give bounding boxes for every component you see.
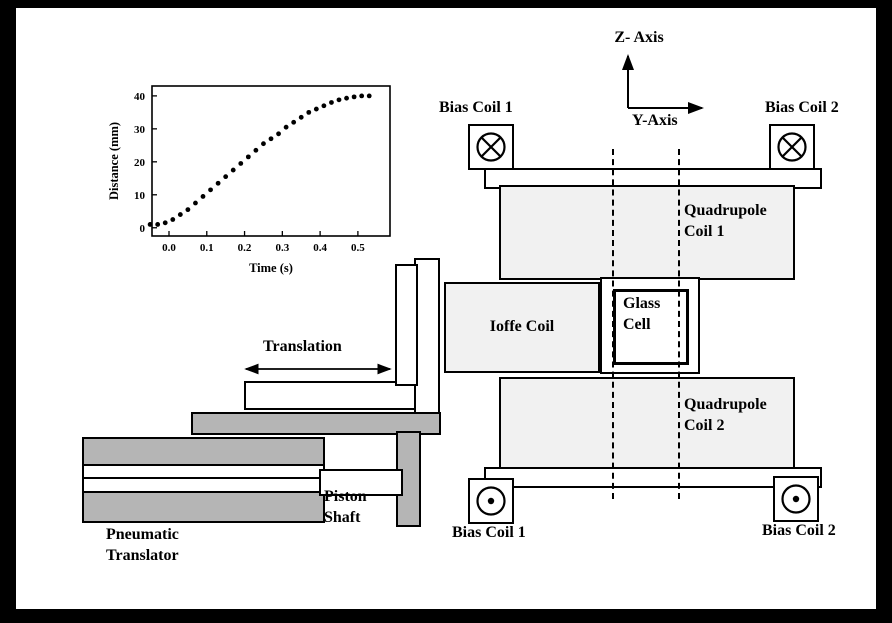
current-into-page-icon <box>476 132 506 162</box>
ioffe-coil-box: Ioffe Coil <box>444 282 600 373</box>
bias-coil-1-bottom-symbol <box>468 478 514 524</box>
data-point <box>170 217 176 222</box>
bottom-mounting-plate <box>484 467 822 488</box>
bias-coil-2-top-symbol <box>769 124 815 170</box>
quadrupole-coil-1-label: Quadrupole Coil 1 <box>684 202 767 240</box>
data-point <box>261 141 266 147</box>
data-point <box>298 114 304 120</box>
y-axis-label: Y-Axis <box>632 112 678 129</box>
data-point <box>268 136 274 142</box>
piston-shaft-bar <box>319 469 403 496</box>
current-into-page-icon <box>777 132 807 162</box>
data-point <box>200 194 206 199</box>
bracket-plate-inner <box>395 264 418 386</box>
quadrupole-coil-2-label: Quadrupole Coil 2 <box>684 396 767 434</box>
y-tick-label: 30 <box>134 124 146 136</box>
data-point <box>321 103 327 109</box>
data-point <box>283 124 289 130</box>
data-point <box>215 180 221 186</box>
x-tick-label: 0.3 <box>275 242 289 254</box>
translation-arrow <box>244 363 392 375</box>
data-point <box>306 109 312 115</box>
piston-shaft-label: Piston Shaft <box>324 488 367 526</box>
data-point <box>359 93 365 99</box>
bias-coil-2-bottom-symbol <box>773 476 819 522</box>
translator-slab-top <box>82 437 325 468</box>
coordinate-axes-arrows <box>622 54 704 114</box>
y-tick-label: 40 <box>134 91 146 103</box>
data-point <box>230 167 236 173</box>
bias-coil-1-bottom-label: Bias Coil 1 <box>452 524 526 541</box>
bias-coil-2-bottom-label: Bias Coil 2 <box>762 522 836 539</box>
bracket-plate-outer <box>414 258 440 425</box>
data-point <box>253 147 259 153</box>
x-tick-label: 0.4 <box>313 242 327 254</box>
data-point <box>366 93 372 99</box>
bias-coil-1-top-symbol <box>468 124 514 170</box>
data-point <box>245 154 251 160</box>
chart-plot-area <box>151 85 391 237</box>
x-tick-label: 0.0 <box>162 242 176 254</box>
data-point <box>344 95 349 101</box>
y-axis-title: Distance (mm) <box>107 122 121 200</box>
figure-background: Ioffe Coil <box>16 8 876 609</box>
data-point <box>155 222 161 227</box>
data-point <box>193 200 198 206</box>
symmetry-dashed-line-right <box>678 149 680 499</box>
data-point <box>313 106 319 112</box>
bias-coil-2-top-label: Bias Coil 2 <box>765 99 839 116</box>
x-tick-label: 0.5 <box>351 242 365 254</box>
data-point <box>147 222 153 227</box>
glass-cell-label: Glass Cell <box>623 295 661 333</box>
pneumatic-translator-label: Pneumatic Translator <box>106 526 179 564</box>
current-out-of-page-icon <box>476 486 506 516</box>
x-tick-label: 0.1 <box>200 242 214 254</box>
bias-coil-1-top-label: Bias Coil 1 <box>439 99 513 116</box>
data-point <box>238 161 244 166</box>
symmetry-dashed-line-left <box>612 149 614 499</box>
y-tick-label: 10 <box>134 190 146 202</box>
translation-label: Translation <box>263 338 342 355</box>
data-point <box>208 187 213 193</box>
data-point <box>177 212 183 217</box>
y-tick-label: 20 <box>134 157 146 169</box>
z-axis-label: Z- Axis <box>614 29 664 46</box>
x-tick-label: 0.2 <box>238 242 252 254</box>
translator-slab-bottom <box>82 491 325 523</box>
translation-arm <box>244 381 418 410</box>
current-out-of-page-icon <box>781 484 811 514</box>
x-axis-title: Time (s) <box>249 261 293 275</box>
carriage-plate <box>191 412 441 435</box>
data-point <box>336 97 342 103</box>
data-point <box>276 131 281 137</box>
glass-cell-inner <box>613 289 689 365</box>
ioffe-coil-label: Ioffe Coil <box>489 318 555 336</box>
quadrupole-coil-1-box <box>499 185 795 280</box>
data-point <box>351 94 357 100</box>
data-point <box>185 207 191 213</box>
data-point <box>162 220 168 226</box>
data-point <box>329 100 334 105</box>
data-point <box>223 174 229 180</box>
y-tick-label: 0 <box>140 223 146 235</box>
data-point <box>291 119 297 125</box>
